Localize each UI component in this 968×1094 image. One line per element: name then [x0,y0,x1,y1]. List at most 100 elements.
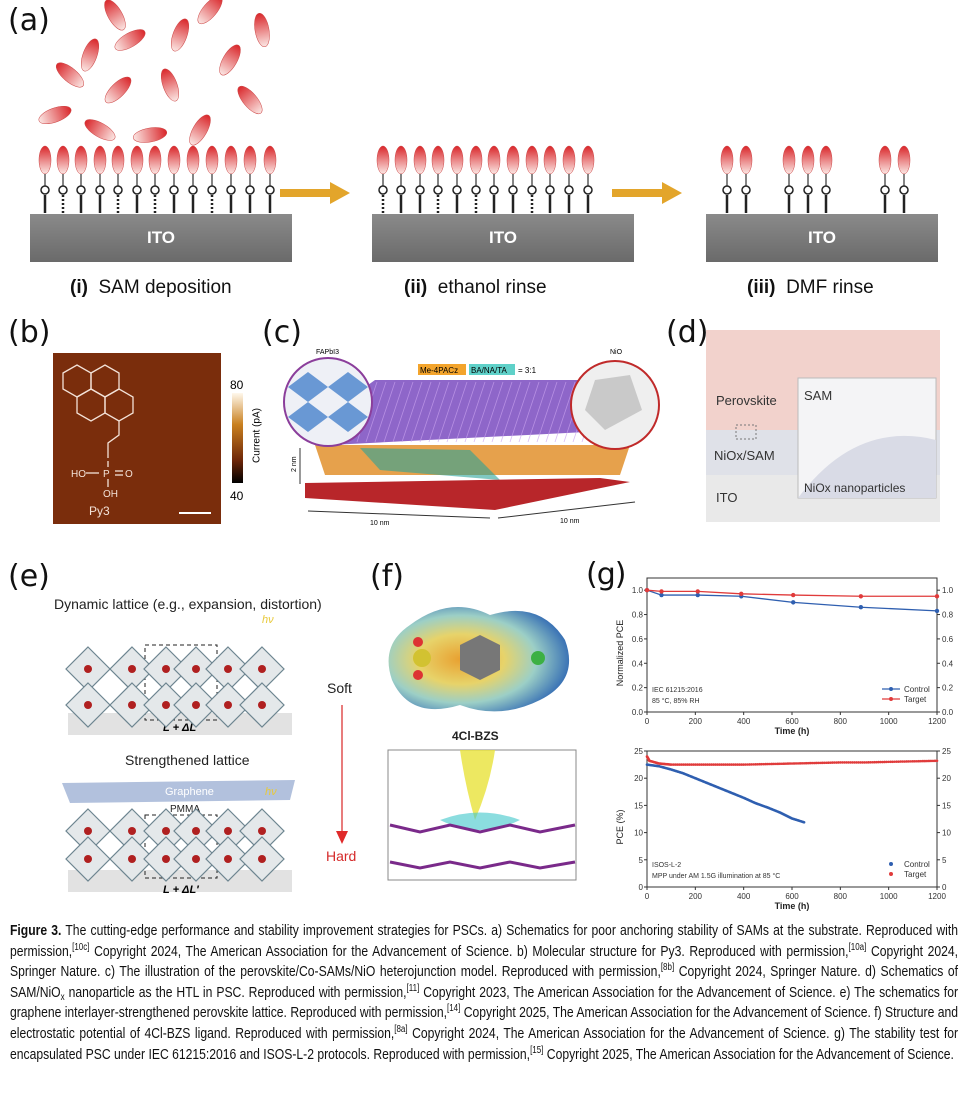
data-point-target [768,762,772,766]
lattice-stripe [518,381,540,443]
data-point-target [750,763,754,766]
data-point-target [766,762,770,766]
data-point-target [782,762,786,765]
data-point-target [917,759,921,763]
data-point-target [754,763,758,766]
free-sam-molecule [254,12,270,48]
x-tick-label: 200 [689,717,703,726]
lattice-stripe [482,381,504,443]
a-site-atom [192,665,200,673]
ratio-value: = 3:1 [518,366,537,375]
step-text: DMF rinse [786,277,874,298]
free-sam-molecule [219,44,241,76]
free-sam-molecule [189,114,211,146]
y-tick-label: 25 [634,747,643,756]
sam-molecule [224,145,238,213]
data-point-target [913,759,917,763]
anchor-group [784,185,794,195]
data-point-target [695,589,700,594]
legend-marker [889,872,893,876]
y-tick-label: 0.4 [632,659,644,668]
molecule-head [93,145,107,175]
data-point-target [792,762,796,765]
legend-label: Target [904,870,927,879]
panel-b-label: (b) [8,315,51,350]
lattice-stripe [455,381,477,443]
y-tick-label-right: 0.2 [942,684,954,693]
y-tick-label: 0.0 [632,708,644,717]
molecule-head [74,145,88,175]
sam-molecule [205,145,219,213]
sam-molecule [801,145,815,213]
a-site-atom [128,701,136,709]
free-sam-molecule [80,38,100,72]
bottom-dimension-label: L + ΔL′ [163,884,200,895]
anchor-group [207,185,217,195]
x-axis-label: Time (h) [775,726,810,736]
lattice-stripe [410,381,432,443]
molecule-head [782,145,796,175]
ratio-tag-a [418,364,466,375]
data-point-target [877,760,880,764]
free-sam-molecule [132,127,168,143]
data-point-target [698,763,701,766]
data-point-target [644,587,650,593]
a-site-atom [128,827,136,835]
data-point-target [728,763,731,766]
figure-caption: Figure 3. The cutting-edge performance a… [10,921,958,1065]
data-point-control [934,608,940,614]
molecule-head [897,145,911,175]
molecule-head [413,145,427,175]
data-point-target [720,763,723,766]
a-site-atom [192,701,200,709]
y-tick-label-right: 0.4 [942,659,954,668]
data-point-target [659,589,664,594]
data-point-target [818,761,822,765]
data-point-target [700,763,703,766]
nanoparticles-label: NiOx nanoparticles [804,481,905,495]
data-point-target [738,763,741,766]
sam-molecule [167,145,181,213]
a-site-atom [84,701,92,709]
data-point-target [722,763,725,766]
molecule-head [167,145,181,175]
data-point-target [847,761,850,764]
free-sam-molecule [55,62,85,88]
data-point-target [855,761,858,764]
data-point-target [800,761,804,765]
data-point-target [873,760,876,764]
free-sam-molecule [114,29,146,51]
lattice-stripe [383,381,405,443]
anchor-group [741,185,751,195]
photon-label: hν [262,614,274,626]
data-point-target [710,763,713,766]
x-tick-label: 1200 [928,717,946,726]
citation-ref: [8a] [394,1023,408,1035]
top-dimension-label: L + ΔL [163,722,196,734]
data-point-target [853,761,856,764]
step-number: (i) [70,277,88,298]
caption-text: Copyright 2023, The American Association… [10,983,959,1022]
data-point-target [796,762,800,765]
molecule-head [469,145,483,175]
a-site-atom [224,827,232,835]
data-point-target [885,760,888,764]
lattice-stripe [545,381,567,443]
sam-molecule [487,145,501,213]
sam-molecule [186,145,200,213]
dynamic-lattice-title: Dynamic lattice (e.g., expansion, distor… [54,596,322,612]
step-text: SAM deposition [98,277,232,298]
molecule-head [148,145,162,175]
legend-label: Control [904,685,930,694]
graphene-label: Graphene [165,786,214,798]
step-label-2: (ii) ethanol rinse [404,277,547,299]
data-point-target [690,763,693,766]
step-label-3: (iii) DMF rinse [747,277,874,299]
data-point-target [736,763,739,766]
chart-annotation: MPP under AM 1.5G illumination at 85 °C [652,872,780,880]
sam-molecule [376,145,390,213]
data-point-target [786,762,790,765]
a-site-atom [258,855,266,863]
step-number: (ii) [404,277,428,298]
